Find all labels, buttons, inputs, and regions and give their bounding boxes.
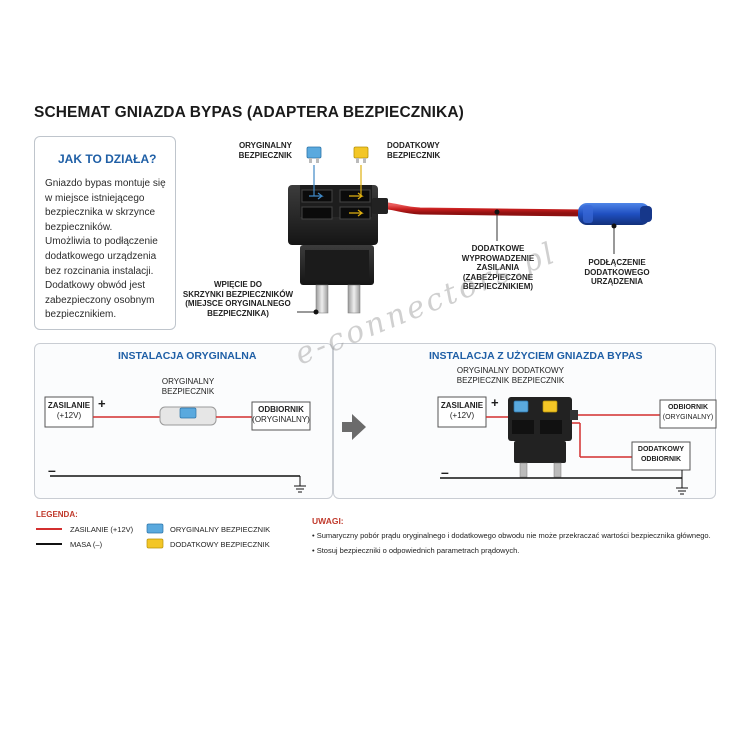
label-line: BEZPIECZNIK — [511, 375, 565, 385]
how-line: Dodatkowy obwód jest — [45, 280, 146, 292]
how-line: bezpiecznika w skrzynce — [45, 207, 156, 219]
label-line: WPIĘCIE DO — [213, 280, 262, 289]
label-line: BEZPIECZNIKA) — [207, 308, 269, 318]
how-line: bez rozcinania instalacji. — [45, 265, 154, 277]
label-line: ZASILANIA — [476, 263, 520, 272]
label-line: (ORYGINALNY) — [252, 414, 310, 424]
blue-fuse-icon — [306, 146, 322, 163]
right-panel-title: INSTALACJA Z UŻYCIEM GNIAZDA BYPAS — [429, 350, 643, 362]
supply-label: ZASILANIE (+12V) — [45, 401, 93, 420]
how-line: Umożliwia to podłączenie — [45, 236, 158, 248]
note-item: • Sumaryczny pobór prądu oryginalnego i … — [312, 531, 712, 540]
inline-fuse-label: ORYGINALNY BEZPIECZNIK — [150, 377, 226, 396]
wiring-diagrams — [44, 396, 717, 495]
how-line: zabezpieczony osobnym — [45, 294, 155, 306]
label-line: DODATKOWY — [387, 141, 440, 150]
plus-sign: + — [491, 395, 499, 410]
label-line: (ZABEZPIECZONE — [462, 272, 534, 282]
label-line: (MIEJSCE ORYGINALNEGO — [185, 299, 291, 308]
yellow-fuse-icon — [353, 146, 369, 163]
label-line: BEZPIECZNIK — [161, 386, 215, 396]
label-extra-fuse: DODATKOWY BEZPIECZNIK — [510, 366, 566, 385]
notes-title: UWAGI: — [312, 516, 344, 526]
label-line: DODATKOWE — [471, 244, 525, 253]
label-line: BEZPIECZNIK — [387, 150, 441, 160]
label-line: ORYGINALNY — [161, 377, 215, 386]
label-line: WYPROWADZENIE — [461, 253, 535, 263]
butt-connector — [578, 203, 652, 225]
blue-fuse-icon — [513, 400, 529, 413]
bullet-icon: • — [312, 546, 317, 555]
yellow-fuse-icon — [146, 538, 164, 549]
label-line: SKRZYNKI BEZPIECZNIKÓW — [182, 289, 294, 299]
label-line: ODBIORNIK — [667, 404, 709, 411]
legend-supply: ZASILANIE (+12V) — [70, 525, 134, 534]
label-line: BEZPIECZNIK — [238, 150, 292, 160]
label-line: DODATKOWY — [637, 446, 685, 453]
note-text: Stosuj bezpieczniki o odpowiednich param… — [316, 546, 520, 555]
label-original-fuse: ORYGINALNY BEZPIECZNIK — [222, 141, 292, 160]
load-label: ODBIORNIK (ORYGINALNY) — [660, 403, 716, 422]
extra-load-label: DODATKOWY ODBIORNIK — [632, 445, 690, 464]
plus-sign: + — [98, 396, 106, 411]
fuse-tap-illustration — [288, 146, 652, 315]
legend-orig-fuse: ORYGINALNY BEZPIECZNIK — [170, 525, 271, 534]
bullet-icon: • — [312, 531, 317, 540]
load-label: ODBIORNIK (ORYGINALNY) — [252, 405, 310, 424]
supply-label: ZASILANIE (+12V) — [438, 401, 486, 420]
legend-title: LEGENDA: — [36, 510, 78, 519]
how-line: Gniazdo bypas montuje się — [45, 178, 166, 189]
load-box — [251, 401, 311, 431]
label-line: ODBIORNIK — [258, 405, 304, 414]
label-line: URZĄDZENIA — [591, 277, 643, 286]
arrow-right-icon — [342, 414, 366, 440]
label-line: (ORYGINALNY) — [662, 413, 714, 421]
label-line: ORYGINALNY — [456, 366, 510, 375]
legend-extra-fuse: DODATKOWY BEZPIECZNIK — [170, 540, 270, 549]
label-line: PODŁĄCZENIE — [588, 258, 646, 267]
label-line: (+12V) — [449, 410, 475, 420]
how-it-works-heading: JAK TO DZIAŁA? — [58, 152, 157, 166]
note-text: Sumaryczny pobór prądu oryginalnego i do… — [316, 531, 711, 540]
label-plug: WPIĘCIE DO SKRZYNKI BEZPIECZNIKÓW (MIEJS… — [178, 280, 298, 318]
minus-sign: – — [48, 462, 56, 478]
label-line: DODATKOWEGO — [584, 267, 650, 277]
how-it-works-box — [34, 136, 176, 330]
legend-swatches — [36, 523, 164, 549]
label-original-fuse: ORYGINALNY BEZPIECZNIK — [455, 366, 511, 385]
minus-sign: – — [441, 464, 449, 480]
label-line: ZASILANIE — [440, 401, 484, 410]
label-line: DODATKOWY — [512, 366, 564, 375]
yellow-fuse-icon — [542, 400, 558, 413]
page-title: SCHEMAT GNIAZDA BYPAS (ADAPTERA BEZPIECZ… — [34, 104, 464, 121]
note-item: • Stosuj bezpieczniki o odpowiednich par… — [312, 546, 712, 555]
label-line: BEZPIECZNIK — [456, 375, 510, 385]
how-it-works-text: Gniazdo bypas montuje się w miejsce istn… — [45, 177, 173, 323]
extra-load-box — [631, 441, 691, 471]
label-line: ORYGINALNY — [238, 141, 292, 150]
blue-fuse-icon — [179, 407, 197, 419]
how-line: bezpiecznikiem. — [45, 309, 117, 321]
label-line: ODBIORNIK — [640, 455, 682, 463]
load-box — [659, 399, 717, 429]
supply-box — [437, 396, 487, 428]
label-extra-lead: DODATKOWE WYPROWADZENIE ZASILANIA (ZABEZ… — [448, 244, 548, 292]
fuse-tap-housing — [288, 185, 388, 314]
label-line: ZASILANIE — [47, 401, 91, 410]
left-panel-title: INSTALACJA ORYGINALNA — [118, 350, 257, 362]
label-line: (+12V) — [56, 410, 82, 420]
label-line: BEZPIECZNIKIEM) — [462, 282, 534, 291]
label-extra-fuse: DODATKOWY BEZPIECZNIK — [387, 141, 467, 160]
how-line: dodatkowego urządzenia — [45, 250, 157, 262]
red-wire — [368, 201, 589, 217]
how-line: bezpieczników. — [45, 221, 113, 233]
legend-ground: MASA (–) — [70, 540, 103, 549]
how-line: w miejsce istniejącego — [45, 192, 145, 204]
blue-fuse-icon — [146, 523, 164, 534]
label-connector: PODŁĄCZENIE DODATKOWEGO URZĄDZENIA — [572, 258, 662, 287]
supply-box — [44, 396, 94, 428]
